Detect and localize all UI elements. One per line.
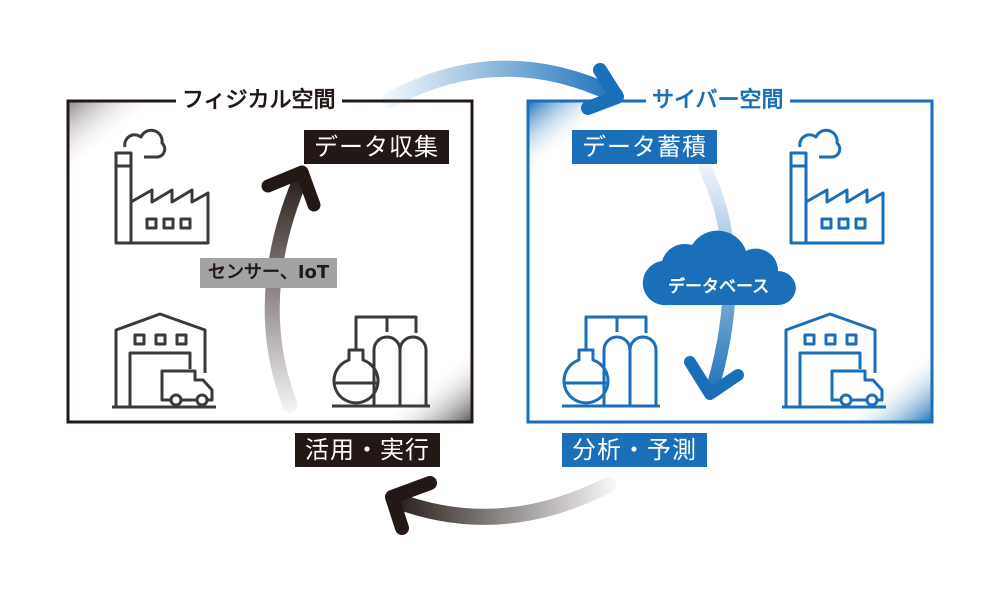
data-accumulation-label: データ蓄積 — [572, 130, 717, 164]
data-collection-label: データ収集 — [304, 130, 449, 164]
sensor-iot-label: センサー、IoT — [200, 258, 338, 288]
factory-icon — [114, 128, 210, 245]
arrow-sensor-to-collection — [261, 165, 321, 413]
utilization-execution-label: 活用・実行 — [295, 433, 440, 467]
warehouse-truck-icon-cyber — [782, 312, 886, 409]
cyber-space-title: サイバー空間 — [646, 87, 790, 115]
chemical-plant-icon — [332, 315, 430, 408]
warehouse-truck-icon — [112, 312, 216, 409]
cloud-database-icon — [642, 230, 796, 306]
arrow-to-physical — [385, 476, 616, 535]
chemical-plant-icon-cyber — [562, 315, 660, 408]
analysis-prediction-label: 分析・予測 — [562, 433, 707, 467]
factory-icon-cyber — [789, 128, 885, 245]
physical-space-title: フィジカル空間 — [176, 87, 342, 115]
arrow-to-cyber — [382, 60, 624, 115]
database-label: データベース — [668, 277, 770, 297]
